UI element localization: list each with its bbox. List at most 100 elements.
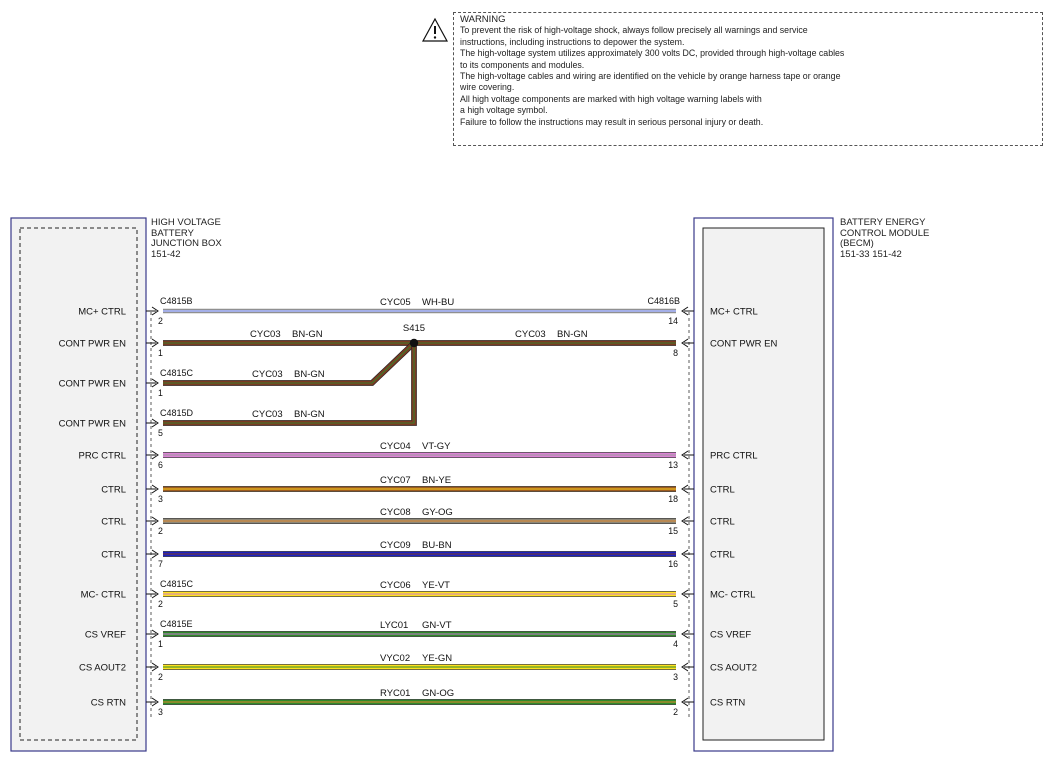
circuit-number: CYC08 — [380, 507, 411, 518]
left-pin-label: CTRL — [101, 550, 126, 561]
wire-cyc03 — [163, 341, 416, 386]
right-pin-label: CS AOUT2 — [710, 663, 757, 674]
circuit-color-code: BN-GN — [294, 409, 325, 420]
left-pin-number: 1 — [158, 639, 163, 649]
left-pin-number: 2 — [158, 599, 163, 609]
left-pin-label: CONT PWR EN — [59, 419, 127, 430]
circuit-color-code: YE-GN — [422, 653, 452, 664]
right-component-title-line: 151-33 151-42 — [840, 248, 902, 260]
left-pin-label: CS AOUT2 — [79, 663, 126, 674]
left-connector-label: C4815C — [160, 579, 194, 589]
left-pin-number: 2 — [158, 672, 163, 682]
warning-line: to its components and modules. — [460, 59, 585, 70]
right-pin-arrow — [681, 589, 689, 599]
right-pin-number: 4 — [673, 639, 678, 649]
warning-line: a high voltage symbol. — [460, 105, 548, 116]
left-component-title-line: BATTERY — [151, 227, 194, 239]
right-pin-number: 16 — [668, 559, 678, 569]
left-pin-arrow — [151, 338, 159, 348]
left-pin-label: CONT PWR EN — [59, 339, 127, 350]
circuit-color-code: GN-OG — [422, 688, 454, 699]
left-pin-arrow — [151, 549, 159, 559]
left-component-title-line: 151-42 — [151, 248, 181, 260]
warning-line: All high voltage components are marked w… — [460, 93, 762, 104]
right-pin-label: PRC CTRL — [710, 451, 758, 462]
right-pin-number: 3 — [673, 672, 678, 682]
right-pin-number: 5 — [673, 599, 678, 609]
left-pin-label: CTRL — [101, 485, 126, 496]
left-pin-number: 2 — [158, 316, 163, 326]
circuit-number: VYC02 — [380, 653, 410, 664]
left-pin-arrow — [151, 418, 159, 428]
circuit-number: RYC01 — [380, 688, 410, 699]
wire-stripe — [163, 343, 415, 424]
circuit-color-code: BN-YE — [422, 475, 451, 486]
left-pin-number: 3 — [158, 707, 163, 717]
left-pin-label: PRC CTRL — [78, 451, 126, 462]
circuit-color-code: GN-VT — [422, 620, 452, 631]
left-pin-number: 1 — [158, 388, 163, 398]
left-pin-label: CS RTN — [91, 698, 126, 709]
circuit-number: CYC07 — [380, 475, 411, 486]
right-pin-arrow — [681, 697, 689, 707]
left-pin-label: CS VREF — [85, 630, 126, 641]
right-pin-label: CS RTN — [710, 698, 745, 709]
right-pin-arrow — [681, 338, 689, 348]
right-pin-number: 14 — [668, 316, 678, 326]
circuit-number: CYC03 — [252, 369, 283, 380]
warning-title: WARNING — [460, 14, 506, 25]
right-component-title: BATTERY ENERGY CONTROL MODULE (BECM) 151… — [840, 217, 930, 260]
left-connector-label: C4815E — [160, 619, 193, 629]
right-pin-label: MC+ CTRL — [710, 307, 758, 318]
left-pin-arrow — [151, 378, 159, 388]
right-pin-arrow — [681, 662, 689, 672]
right-pin-label: CS VREF — [710, 630, 751, 641]
splice-label: S415 — [403, 323, 425, 334]
right-pin-label: CONT PWR EN — [710, 339, 778, 350]
circuit-number: CYC09 — [380, 540, 411, 551]
circuit-color-code: WH-BU — [422, 297, 454, 308]
right-pin-arrow — [681, 306, 689, 316]
circuit-color-code: VT-GY — [422, 441, 451, 452]
circuit-number: CYC04 — [380, 441, 411, 452]
right-pin-label: CTRL — [710, 517, 735, 528]
warning-line: Failure to follow the instructions may r… — [460, 116, 764, 127]
circuit-number: CYC06 — [380, 580, 411, 591]
left-connector-label: C4815B — [160, 296, 193, 306]
warning-text: WARNING To prevent the risk of high-volt… — [460, 14, 1035, 128]
left-pin-number: 5 — [158, 428, 163, 438]
right-pin-label: CTRL — [710, 485, 735, 496]
warning-line: To prevent the risk of high-voltage shoc… — [460, 25, 808, 36]
right-pin-number: 18 — [668, 494, 678, 504]
warning-box — [453, 12, 1043, 146]
left-component-body — [10, 217, 147, 752]
left-connector-label: C4815C — [160, 368, 194, 378]
warning-line: The high-voltage cables and wiring are i… — [460, 71, 841, 82]
right-pin-arrow — [681, 629, 689, 639]
left-component-title-line: JUNCTION BOX — [151, 238, 222, 249]
left-pin-arrow — [151, 484, 159, 494]
left-pin-arrow — [151, 662, 159, 672]
left-pin-number: 2 — [158, 526, 163, 536]
right-component-title-line: CONTROL MODULE — [840, 227, 930, 239]
circuit-color-code: YE-VT — [422, 580, 450, 591]
right-pin-arrow — [681, 484, 689, 494]
left-component — [10, 217, 147, 752]
warning-triangle-icon — [421, 17, 449, 42]
warning-line: The high-voltage system utilizes approxi… — [460, 48, 845, 59]
right-connector-label: C4816B — [647, 296, 680, 306]
left-pin-label: CTRL — [101, 517, 126, 528]
circuit-color-code: BN-GN — [294, 369, 325, 380]
right-pin-label: MC- CTRL — [710, 590, 755, 601]
circuit-color-code: BN-GN — [557, 329, 588, 340]
left-pin-number: 1 — [158, 348, 163, 358]
left-pin-arrow — [151, 629, 159, 639]
left-pin-arrow — [151, 589, 159, 599]
right-pin-arrow — [681, 450, 689, 460]
left-pin-arrow — [151, 697, 159, 707]
right-pin-arrow — [681, 516, 689, 526]
circuit-number: CYC03 — [515, 329, 546, 340]
circuit-color-code: GY-OG — [422, 507, 453, 518]
